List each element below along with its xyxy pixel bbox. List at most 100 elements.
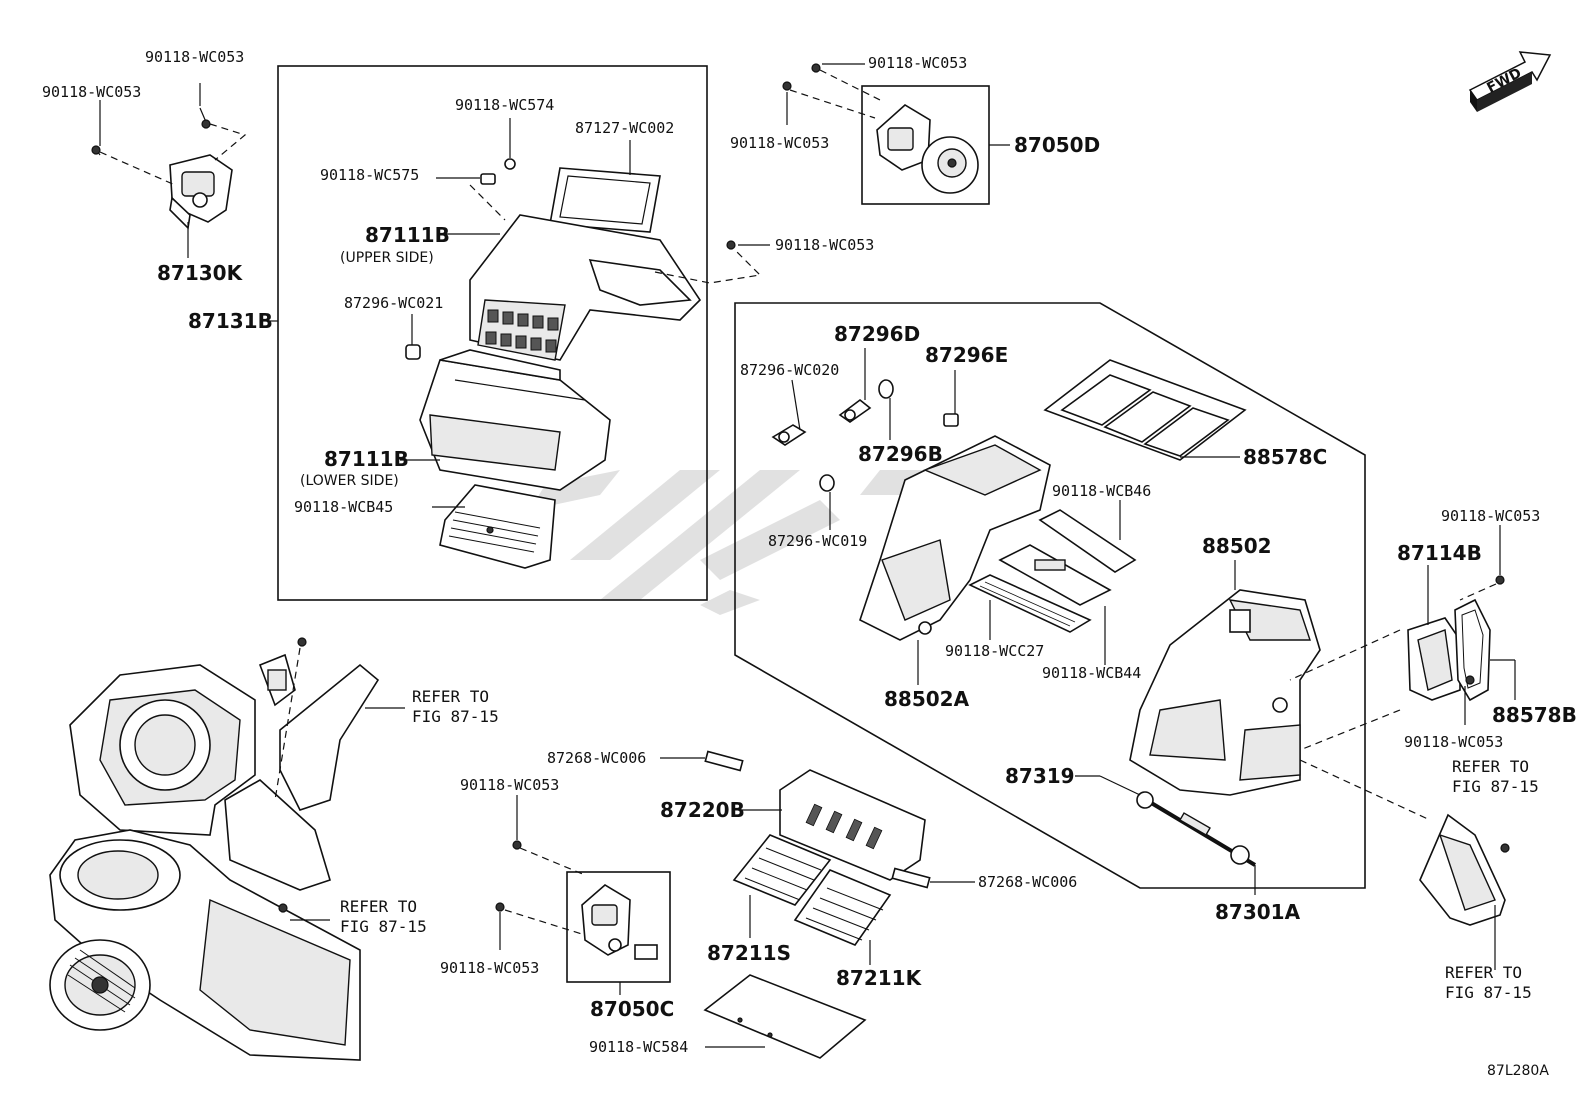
label-87268-wc006: 87268-WC006 xyxy=(547,749,646,767)
seal-88578b xyxy=(1454,598,1491,702)
label-90118-wc053: 90118-WC053 xyxy=(460,776,559,794)
screw-icon xyxy=(512,840,522,850)
label-87127-wc002: 87127-WC002 xyxy=(575,119,674,137)
label-87111b-upper: 87111B xyxy=(365,223,450,247)
label-90118-wc053: 90118-WC053 xyxy=(145,48,244,66)
refer-fig: FIG 87-15 xyxy=(1445,983,1532,1002)
filter-88578c xyxy=(1043,359,1247,461)
cover-87114b xyxy=(1407,617,1461,701)
blower-motor-fan-icon xyxy=(49,939,151,1031)
lower-side-note: (LOWER SIDE) xyxy=(300,473,399,489)
label-87131b: 87131B xyxy=(188,309,273,333)
label-87301a: 87301A xyxy=(1215,900,1301,924)
door-90118-wcb46 xyxy=(1038,509,1137,573)
screw-icon xyxy=(297,637,307,647)
duct-lower-center xyxy=(224,779,331,891)
label-90118-wc574: 90118-WC574 xyxy=(455,96,554,114)
clip-icon xyxy=(480,173,496,185)
clip-87296e xyxy=(943,413,959,427)
group-frame-87301a xyxy=(734,302,1366,889)
label-88502: 88502 xyxy=(1202,534,1272,558)
screw-icon xyxy=(1495,575,1505,585)
screw-icon xyxy=(199,107,211,129)
label-88502a: 88502A xyxy=(884,687,970,711)
label-87220b: 87220B xyxy=(660,798,745,822)
door-87220b xyxy=(779,769,926,881)
upper-case-87111b xyxy=(469,214,702,361)
label-90118-wcb46: 90118-WCB46 xyxy=(1052,482,1151,500)
screw-icon xyxy=(782,81,792,91)
washer-icon xyxy=(504,158,516,170)
label-87296b: 87296B xyxy=(858,442,943,466)
rod-87319 xyxy=(1136,791,1257,867)
label-88578b: 88578B xyxy=(1492,703,1577,727)
refer-fig: FIG 87-15 xyxy=(1452,777,1539,796)
label-87114b: 87114B xyxy=(1397,541,1482,565)
clip-87296b xyxy=(878,379,894,399)
actuator-87050c xyxy=(581,884,658,960)
fwd-arrow-icon: FWD xyxy=(1468,51,1552,112)
clip-87296-wc020 xyxy=(771,424,807,446)
upper-side-note: (UPPER SIDE) xyxy=(340,250,434,266)
label-87130k: 87130K xyxy=(157,261,244,285)
door-link-90118-wcb44 xyxy=(998,544,1112,606)
label-90118-wc584: 90118-WC584 xyxy=(589,1038,688,1056)
clip-87296d xyxy=(838,398,872,423)
label-90118-wc053: 90118-WC053 xyxy=(730,134,829,152)
screw-icon xyxy=(1500,843,1510,853)
label-88578c: 88578C xyxy=(1243,445,1327,469)
label-90118-wc575: 90118-WC575 xyxy=(320,166,419,184)
label-87211k: 87211K xyxy=(836,966,923,990)
screw-icon xyxy=(278,903,288,913)
actuator-87130k xyxy=(169,154,233,230)
blower-case-upper xyxy=(69,664,256,836)
label-87296-wc020: 87296-WC020 xyxy=(740,361,839,379)
label-87050c: 87050C xyxy=(590,997,674,1021)
drawing-code: 87L280A xyxy=(1487,1063,1549,1079)
clip-87296-wc019 xyxy=(819,474,835,492)
label-90118-wcb44: 90118-WCB44 xyxy=(1042,664,1141,682)
sheet-90118-wc584 xyxy=(703,974,867,1059)
screw-icon xyxy=(1465,675,1475,685)
housing-88502a xyxy=(859,435,1051,641)
label-90118-wcc27: 90118-WCC27 xyxy=(945,642,1044,660)
label-87319: 87319 xyxy=(1005,764,1075,788)
label-90118-wcb45: 90118-WCB45 xyxy=(294,498,393,516)
resistor-module xyxy=(258,653,296,707)
label-87296-wc019: 87296-WC019 xyxy=(768,532,867,550)
label-90118-wc053: 90118-WC053 xyxy=(775,236,874,254)
label-90118-wc053: 90118-WC053 xyxy=(440,959,539,977)
refer-label: REFER TO xyxy=(1452,757,1529,776)
seal-87268-wc006 xyxy=(704,750,744,772)
refer-label: REFER TO xyxy=(1445,963,1522,982)
screw-icon xyxy=(726,240,736,250)
refer-fig: FIG 87-15 xyxy=(340,917,427,936)
label-87296e: 87296E xyxy=(925,343,1008,367)
refer-fig: FIG 87-15 xyxy=(412,707,499,726)
label-87111b-lower: 87111B xyxy=(324,447,409,471)
group-frame-87050c xyxy=(566,871,671,983)
filter-frame-87127 xyxy=(549,167,661,233)
label-87050d: 87050D xyxy=(1014,133,1100,157)
refer-label: REFER TO xyxy=(340,897,417,916)
clip-icon xyxy=(405,344,421,360)
screw-icon xyxy=(495,902,505,912)
duct-right xyxy=(1419,813,1506,926)
label-90118-wc053: 90118-WC053 xyxy=(42,83,141,101)
group-frame-87131b xyxy=(277,65,708,601)
filter-87211k xyxy=(793,869,892,946)
duct-center xyxy=(279,663,380,811)
door-90118-wcc27 xyxy=(968,574,1092,633)
filter-87211s xyxy=(732,834,832,906)
label-87296d: 87296D xyxy=(834,322,920,346)
actuator-87050d xyxy=(876,104,979,194)
seal-87268-wc006 xyxy=(891,867,931,889)
label-90118-wc053: 90118-WC053 xyxy=(1404,733,1503,751)
label-90118-wc053: 90118-WC053 xyxy=(1441,507,1540,525)
screw-icon xyxy=(811,63,821,73)
grille-90118-wcb45 xyxy=(439,484,556,569)
refer-label: REFER TO xyxy=(412,687,489,706)
label-87211s: 87211S xyxy=(707,941,791,965)
lower-case-87111b xyxy=(419,349,611,491)
